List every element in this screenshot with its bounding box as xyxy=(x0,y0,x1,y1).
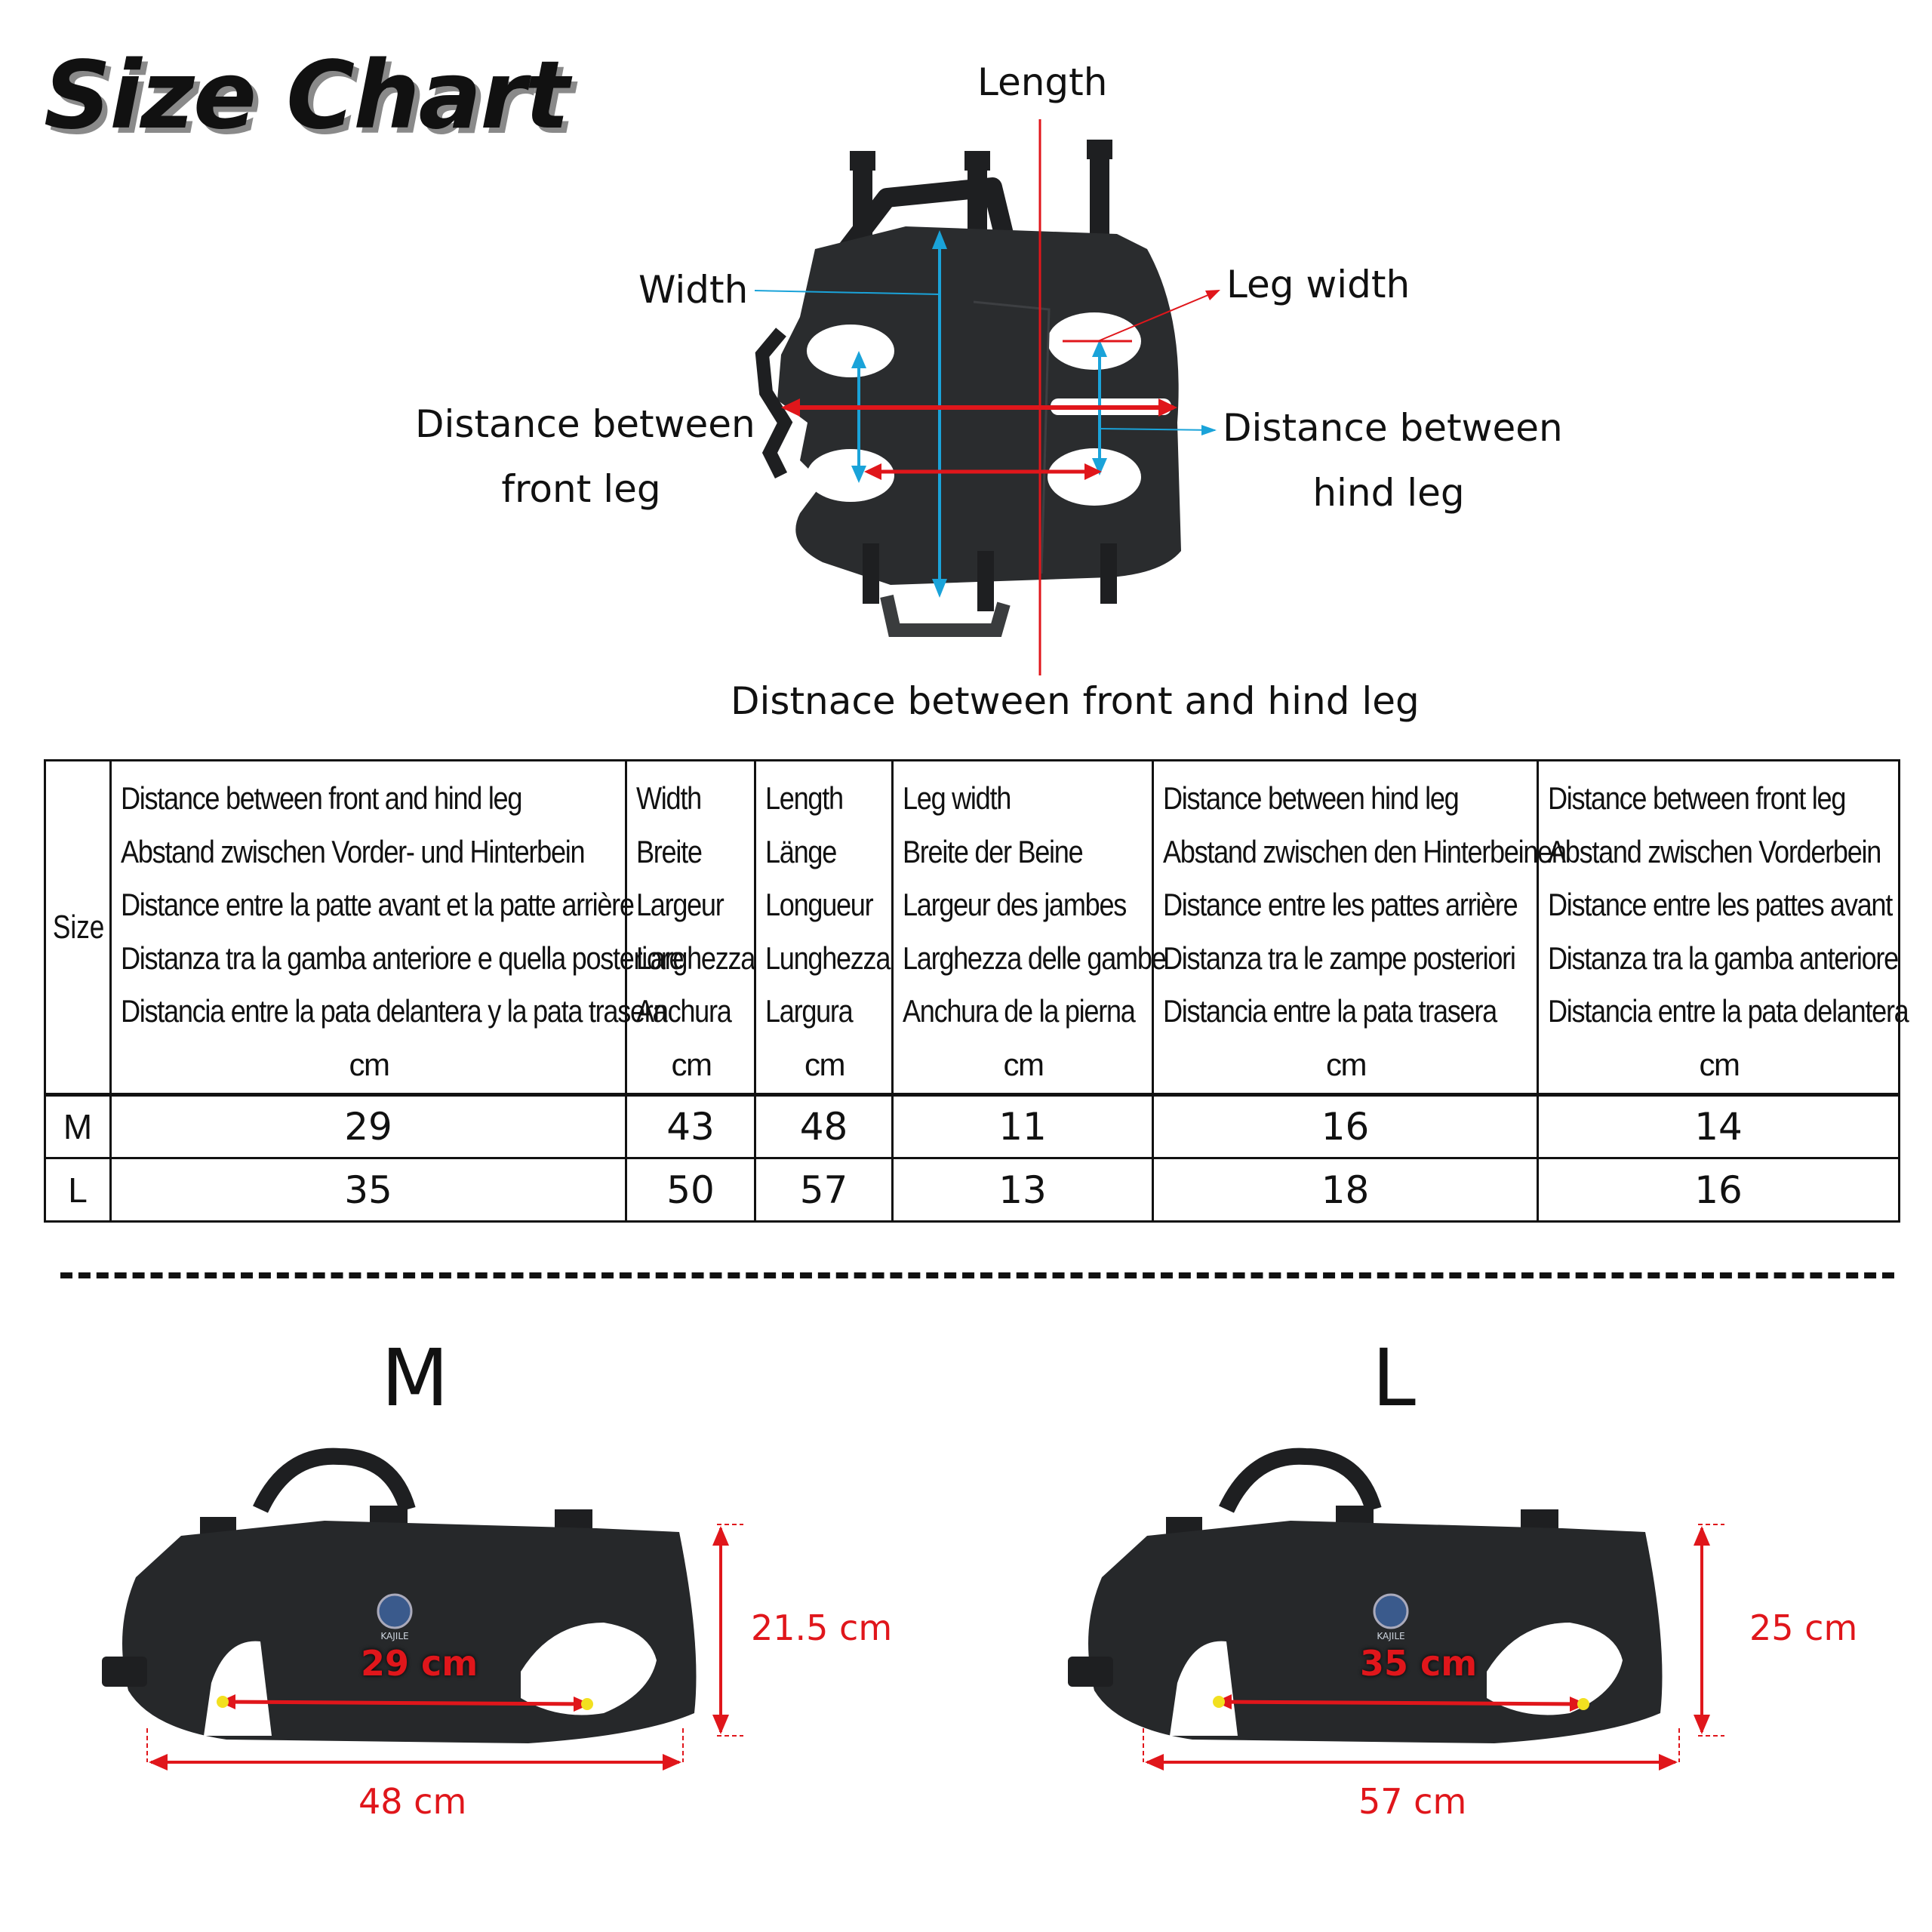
table-header-row: Size Distance between front and hind leg… xyxy=(45,759,1909,1097)
hind-leg-label-line2: hind leg xyxy=(1312,471,1465,515)
table-cell: 48 xyxy=(754,1094,894,1159)
header-line: Distanza tra la gamba anteriore e quella… xyxy=(121,940,685,976)
front-hind-label: Distnace between front and hind leg xyxy=(731,679,1420,723)
m-between-legs-label: 29 cm xyxy=(361,1643,478,1684)
hind-leg-label-line1: Distance between xyxy=(1223,406,1563,450)
dashed-divider xyxy=(60,1272,1894,1278)
col-front-leg: Distance between front leg Abstand zwisc… xyxy=(1537,759,1909,1097)
m-length-label: 48 cm xyxy=(358,1781,467,1822)
header-line: Länge xyxy=(765,833,837,869)
header-line: Largeur xyxy=(636,887,724,922)
row-size: M xyxy=(44,1094,112,1159)
table-row: L 35 50 57 13 18 16 xyxy=(44,1157,1900,1223)
table-cell: 16 xyxy=(1152,1094,1539,1159)
header-line: Larghezza delle gambe xyxy=(903,940,1167,976)
l-between-legs-label: 35 cm xyxy=(1360,1643,1478,1684)
unit-label: cm xyxy=(1699,1046,1741,1082)
brand-logo-text: KAJILE xyxy=(380,1631,408,1641)
header-line: Distance entre les pattes avant xyxy=(1548,887,1893,922)
harness-side-view-m: KAJILE xyxy=(102,1447,743,1770)
table-cell: 13 xyxy=(891,1157,1154,1223)
header-line: Anchura de la pierna xyxy=(903,993,1136,1029)
size-header: Size xyxy=(50,759,106,1097)
l-length-label: 57 cm xyxy=(1358,1781,1467,1822)
col-length: Length Länge Longueur Lunghezza Largura … xyxy=(754,759,894,1097)
unit-label: cm xyxy=(1003,1046,1045,1082)
table-cell: 29 xyxy=(109,1094,627,1159)
leg-width-label: Leg width xyxy=(1226,263,1411,306)
table-cell: 14 xyxy=(1537,1094,1900,1159)
header-line: Distance between front leg xyxy=(1548,780,1846,816)
header-line: Abstand zwischen den Hinterbeinen xyxy=(1163,833,1567,869)
front-leg-label: Distance between front leg xyxy=(415,402,755,511)
width-label: Width xyxy=(638,268,749,312)
header-line: Distance between front and hind leg xyxy=(121,780,522,816)
header-line: Larghezza xyxy=(636,940,755,976)
header-line: Distanza tra la gamba anteriore xyxy=(1548,940,1899,976)
header-line: Longueur xyxy=(765,887,874,922)
col-leg-width: Leg width Breite der Beine Largeur des j… xyxy=(891,759,1167,1097)
size-m-heading: M xyxy=(381,1332,449,1424)
table-row: M 29 43 48 11 16 14 xyxy=(44,1094,1900,1159)
table-cell: 57 xyxy=(754,1157,894,1223)
header-line: Breite der Beine xyxy=(903,833,1084,869)
table-cell: 16 xyxy=(1537,1157,1900,1223)
header-line: Distance entre les pattes arrière xyxy=(1163,887,1518,922)
header-line: Abstand zwischen Vorderbein xyxy=(1548,833,1881,869)
header-line: Distanza tra le zampe posteriori xyxy=(1163,940,1516,976)
table-cell: 50 xyxy=(625,1157,756,1223)
harness-side-view-l: KAJILE xyxy=(1068,1447,1724,1770)
header-line: Distancia entre la pata delantera y la p… xyxy=(121,993,668,1029)
size-table: Size Distance between front and hind leg… xyxy=(44,759,1909,1223)
header-line: Largeur des jambes xyxy=(903,887,1127,922)
size-l-heading: L xyxy=(1372,1332,1416,1424)
table-cell: 35 xyxy=(109,1157,627,1223)
unit-label: cm xyxy=(1326,1046,1367,1082)
header-line: Width xyxy=(636,780,702,816)
length-label: Length xyxy=(977,60,1108,104)
col-hind-leg: Distance between hind leg Abstand zwisch… xyxy=(1152,759,1567,1097)
header-line: Leg width xyxy=(903,780,1011,816)
front-leg-label-line2: front leg xyxy=(501,467,661,511)
front-leg-label-line1: Distance between xyxy=(415,402,755,446)
row-size: L xyxy=(44,1157,112,1223)
header-line: Abstand zwischen Vorder- und Hinterbein xyxy=(121,833,586,869)
header-line: Breite xyxy=(636,833,703,869)
header-line: Distance entre la patte avant et la patt… xyxy=(121,887,635,922)
header-line: Distance between hind leg xyxy=(1163,780,1460,816)
header-line: Largura xyxy=(765,993,854,1029)
harness-top-view xyxy=(754,119,1220,675)
col-front-hind: Distance between front and hind leg Abst… xyxy=(109,759,685,1097)
header-line: Distancia entre la pata trasera xyxy=(1163,993,1497,1029)
unit-label: cm xyxy=(671,1046,713,1082)
m-height-label: 21.5 cm xyxy=(751,1607,893,1648)
header-line: Length xyxy=(765,780,844,816)
brand-logo-text: KAJILE xyxy=(1377,1631,1404,1641)
page-title: Size Chart xyxy=(44,42,570,150)
table-cell: 18 xyxy=(1152,1157,1539,1223)
unit-label: cm xyxy=(349,1046,391,1082)
header-line: Anchura xyxy=(636,993,732,1029)
table-cell: 43 xyxy=(625,1094,756,1159)
hind-leg-label: Distance between hind leg xyxy=(1223,406,1563,515)
header-line: Distancia entre la pata delantera xyxy=(1548,993,1909,1029)
table-cell: 11 xyxy=(891,1094,1154,1159)
header-line: Lunghezza xyxy=(765,940,891,976)
col-width: Width Breite Largeur Larghezza Anchura c… xyxy=(625,759,756,1097)
l-height-label: 25 cm xyxy=(1749,1607,1858,1648)
unit-label: cm xyxy=(804,1046,846,1082)
